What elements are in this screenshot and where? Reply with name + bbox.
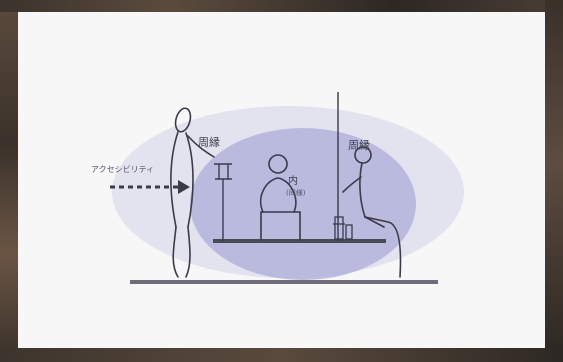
- accessibility-diagram: [18, 12, 545, 348]
- periphery-label-right: 周縁: [348, 140, 370, 151]
- diagram-paper: 周縁 周縁 内 (同様) アクセシビリティ: [18, 12, 545, 348]
- background-right-edge: [545, 0, 563, 362]
- background-bottom-edge: [0, 348, 563, 362]
- background-left-edge: [0, 0, 18, 362]
- periphery-label-left: 周縁: [198, 137, 220, 148]
- accessibility-label: アクセシビリティ: [91, 166, 154, 174]
- inner-label: 内: [288, 177, 298, 187]
- inner-sub-label: (同様): [286, 190, 305, 197]
- background-top-edge: [0, 0, 563, 12]
- inner-zone: [190, 128, 416, 280]
